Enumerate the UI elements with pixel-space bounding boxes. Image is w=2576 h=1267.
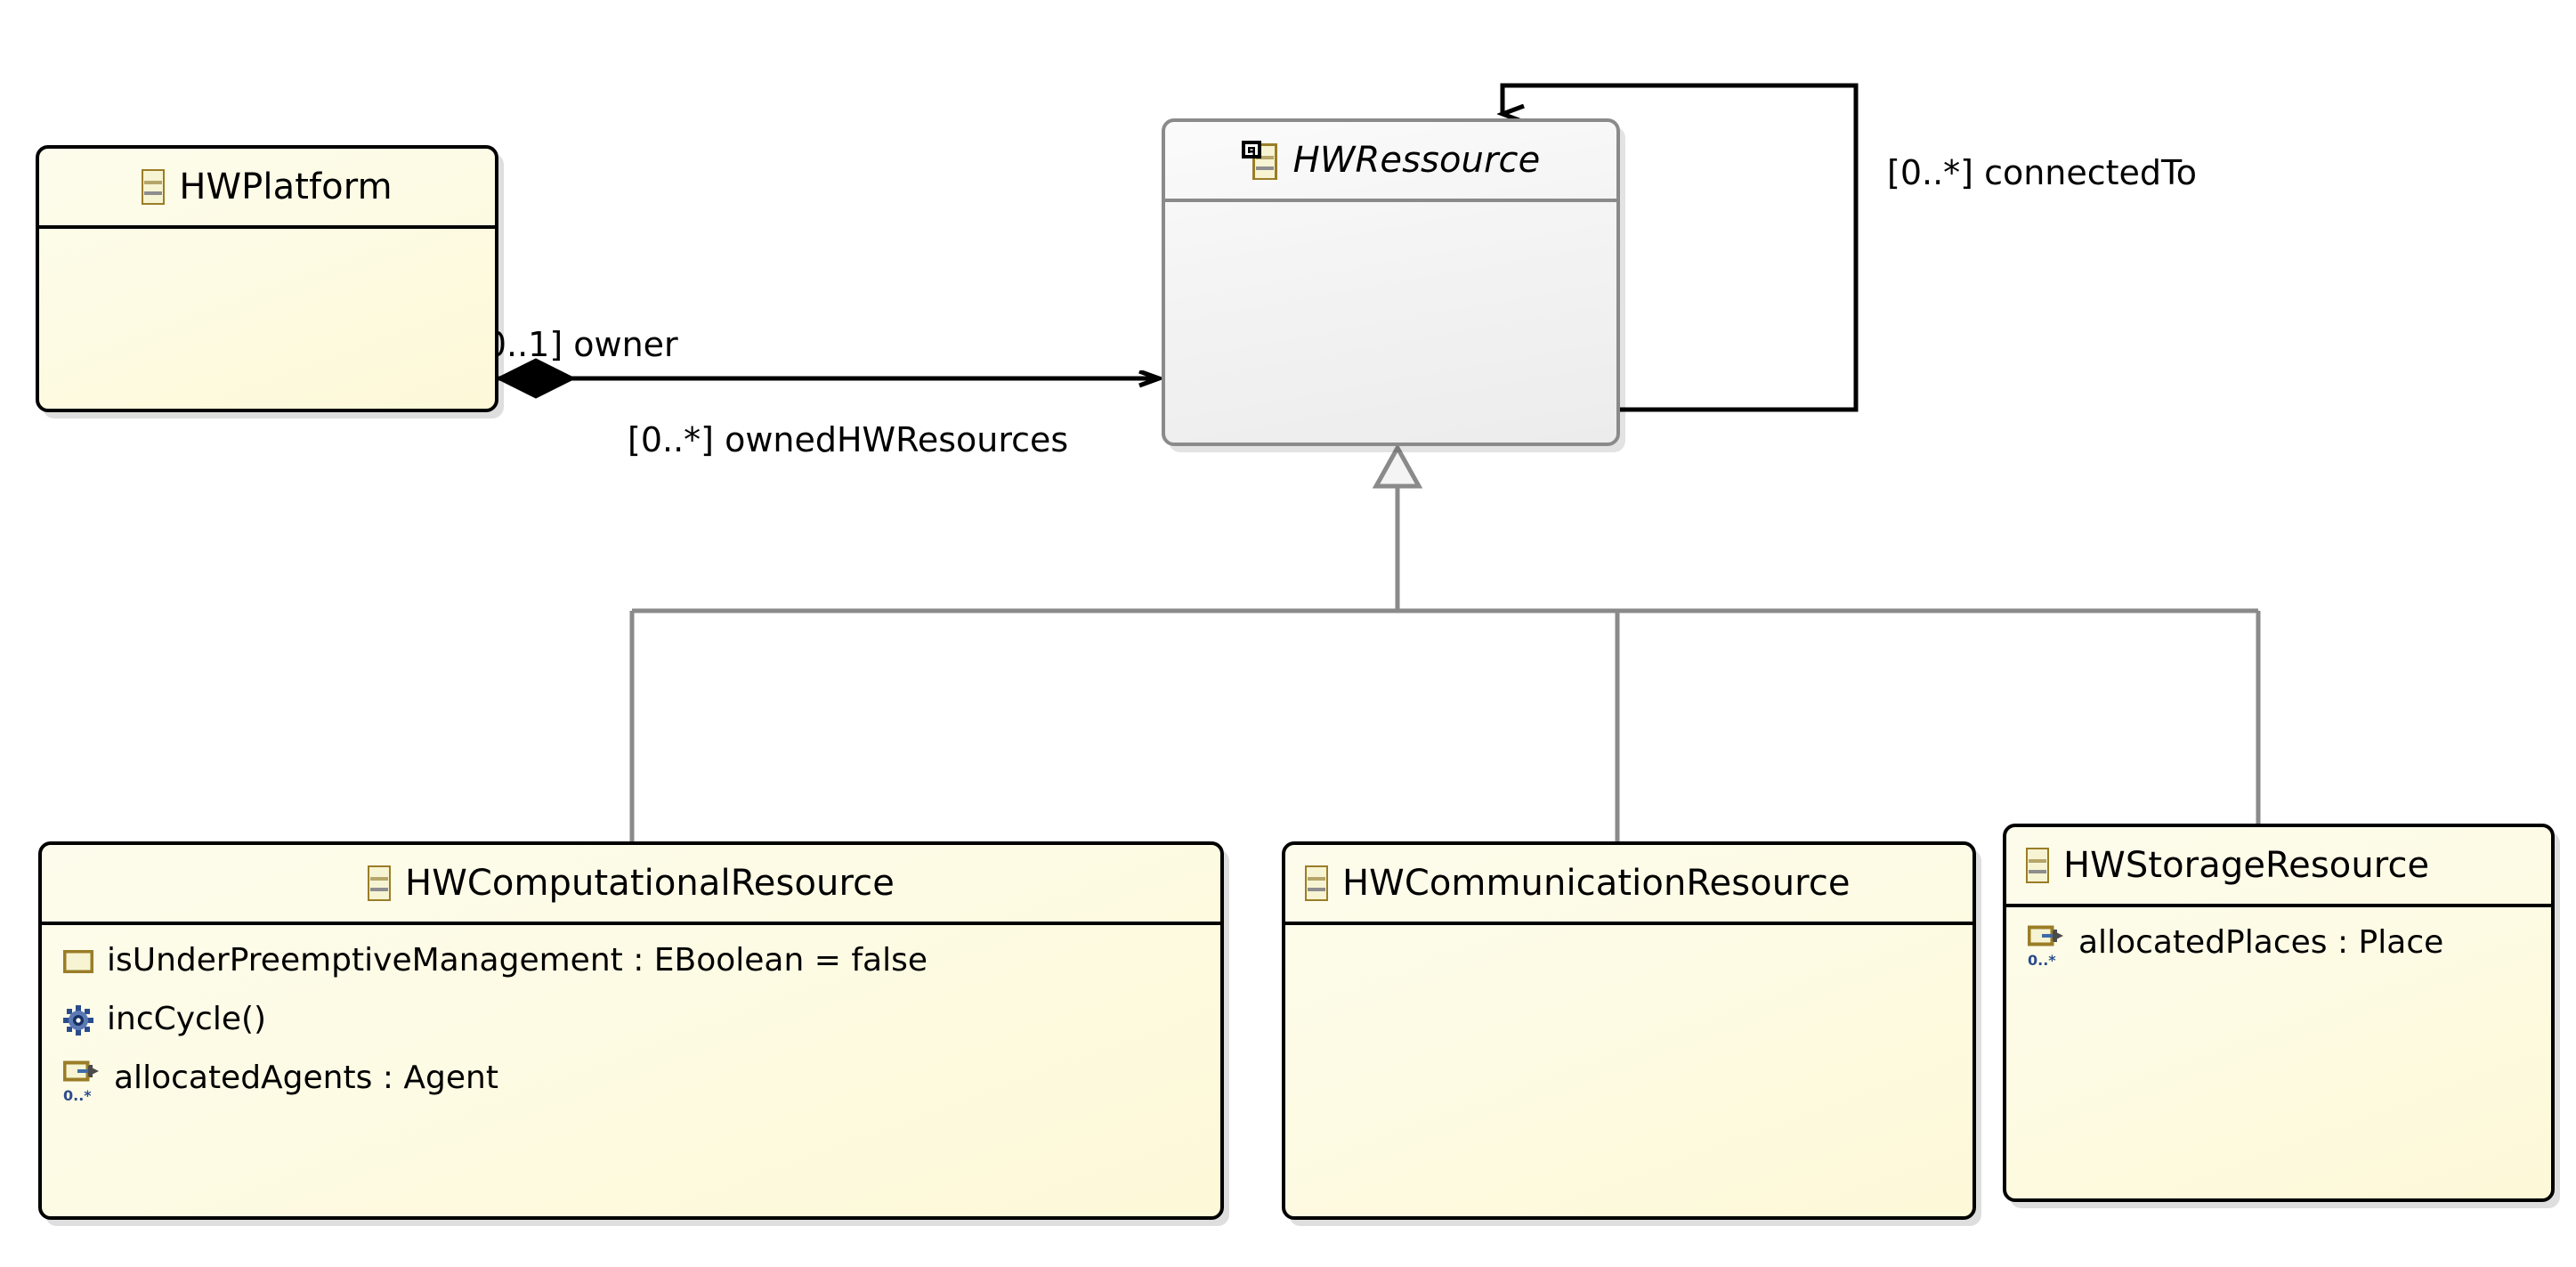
class-name: HWPlatform (179, 166, 393, 207)
class-name: HWRessource (1292, 140, 1541, 181)
class-features (39, 229, 495, 241)
reference-multiplicity: 0..* (2028, 952, 2056, 968)
class-node-hwplatform[interactable]: HWPlatform (36, 145, 498, 412)
reference-icon: 0..* (63, 1055, 101, 1103)
class-node-hwstorageresource[interactable]: HWStorageResource 0..* allocatedPlaces :… (2003, 824, 2555, 1202)
label-connectedto: [0..*] connectedTo (1887, 153, 2198, 192)
class-node-hwcomputationalresource[interactable]: HWComputationalResource isUnderPreemptiv… (38, 841, 1224, 1220)
label-ownedhwresources: [0..*] ownedHWResources (628, 420, 1069, 459)
class-icon (368, 865, 392, 901)
reference-row[interactable]: 0..* allocatedPlaces : Place (2006, 920, 2551, 979)
class-header: HWRessource (1165, 122, 1616, 202)
class-features: 0..* allocatedPlaces : Place (2006, 907, 2551, 979)
attribute-row[interactable]: isUnderPreemptiveManagement : EBoolean =… (42, 938, 1220, 996)
operation-icon (63, 996, 93, 1036)
reference-label: allocatedAgents : Agent (114, 1060, 498, 1096)
aggregation-diamond (495, 358, 577, 399)
operation-label: incCycle() (107, 1001, 267, 1037)
class-header: HWComputationalResource (42, 845, 1220, 925)
class-header: HWPlatform (39, 149, 495, 229)
class-header: HWStorageResource (2006, 827, 2551, 907)
operation-row[interactable]: incCycle() (42, 996, 1220, 1055)
edge-generalizations[interactable] (629, 443, 2261, 843)
reference-label: allocatedPlaces : Place (2078, 924, 2444, 961)
reference-icon: 0..* (2028, 920, 2065, 968)
class-features (1285, 925, 1973, 938)
abstract-class-icon (1241, 141, 1279, 180)
class-node-hwressource[interactable]: HWRessource (1162, 118, 1620, 446)
attribute-label: isUnderPreemptiveManagement : EBoolean =… (107, 942, 928, 979)
class-header: HWCommunicationResource (1285, 845, 1973, 925)
class-icon (2026, 848, 2049, 883)
class-name: HWStorageResource (2063, 845, 2430, 886)
class-name: HWComputationalResource (405, 863, 895, 904)
class-name: HWCommunicationResource (1342, 863, 1851, 904)
attribute-icon (63, 938, 93, 973)
class-features (1165, 202, 1616, 215)
class-features: isUnderPreemptiveManagement : EBoolean =… (42, 925, 1220, 1114)
edge-owns[interactable] (495, 358, 1159, 399)
label-owner: [0..1] owner (472, 325, 678, 364)
class-icon (1305, 865, 1328, 901)
class-node-hwcommunicationresource[interactable]: HWCommunicationResource (1282, 841, 1976, 1220)
reference-multiplicity: 0..* (63, 1087, 92, 1103)
class-icon (142, 169, 166, 205)
reference-row[interactable]: 0..* allocatedAgents : Agent (42, 1055, 1220, 1114)
generalization-triangle (1372, 443, 1423, 489)
